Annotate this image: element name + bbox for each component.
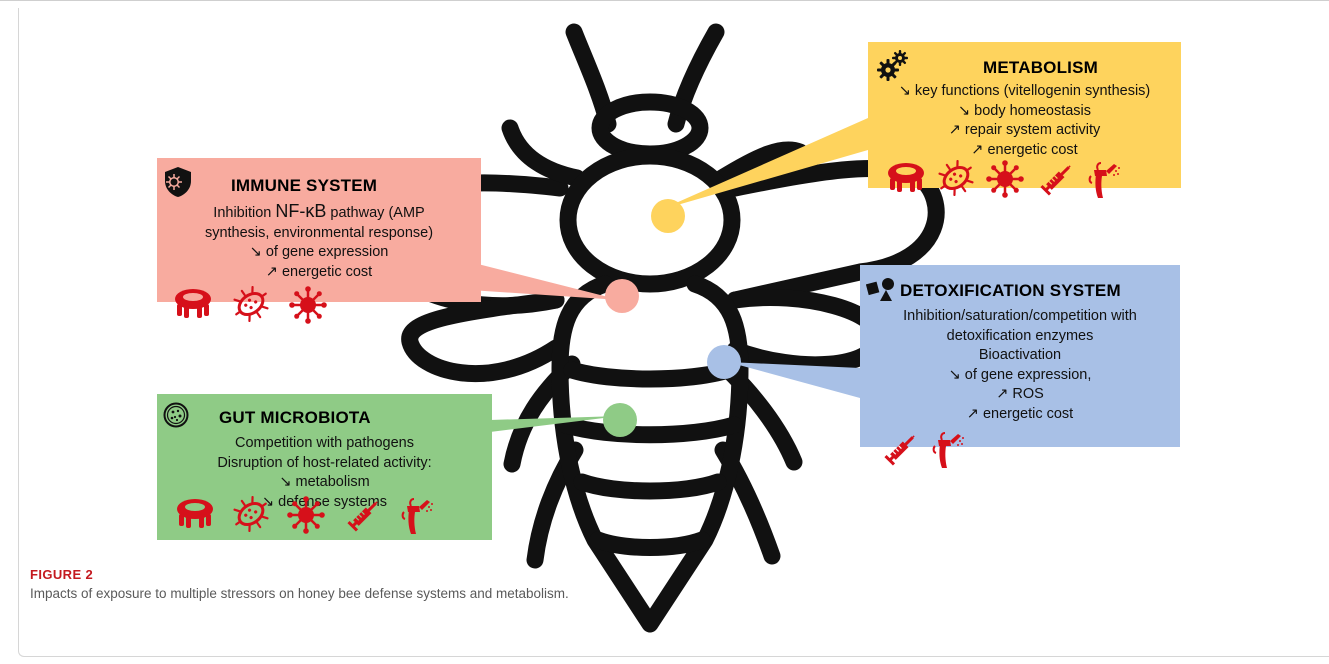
virus-icon — [289, 286, 327, 329]
syringe-icon — [880, 430, 920, 475]
metabolism-line: ↗ repair system activity — [868, 121, 1181, 141]
immune-line: Inhibition NF-κB pathway (AMP — [157, 202, 481, 224]
immune-line: ↘ of gene expression — [157, 243, 481, 263]
varroa-mite-icon — [173, 286, 213, 325]
detoxification-system-box: DETOXIFICATION SYSTEM Inhibition/saturat… — [860, 265, 1180, 447]
bee-stripe-3 — [582, 482, 718, 491]
immune-system-box: IMMUNE SYSTEM Inhibition NF-κB pathway (… — [157, 158, 481, 302]
metabolism-text: ↘ key functions (vitellogenin synthesis)… — [868, 82, 1181, 160]
bee-thorax — [568, 156, 732, 284]
detoxification-system-title: DETOXIFICATION SYSTEM — [900, 281, 1121, 301]
figure-label: FIGURE 2 — [30, 567, 93, 582]
immune-line: synthesis, environmental response) — [157, 224, 481, 244]
metabolism-marker — [651, 199, 685, 233]
gut-line: Disruption of host-related activity: — [157, 454, 492, 474]
syringe-icon — [343, 496, 383, 541]
immune-marker — [605, 279, 639, 313]
metabolism-line: ↗ energetic cost — [868, 141, 1181, 161]
varroa-mite-icon — [886, 160, 926, 199]
gut-line: Competition with pathogens — [157, 434, 492, 454]
bacteria-icon — [936, 160, 976, 201]
metabolism-line: ↘ body homeostasis — [868, 102, 1181, 122]
virus-icon — [986, 160, 1024, 203]
gears-icon — [876, 48, 910, 82]
bee-wing-left-lower — [410, 300, 556, 374]
detox-marker — [707, 345, 741, 379]
nfkb-label: NF-κB — [275, 201, 326, 221]
gut-marker — [603, 403, 637, 437]
pesticide-sprayer-icon — [930, 430, 964, 475]
bee-leg-front-left — [510, 128, 577, 178]
immune-line-suffix: pathway (AMP — [326, 205, 424, 221]
immune-system-text: Inhibition NF-κB pathway (AMP synthesis,… — [157, 202, 481, 282]
metabolism-title: METABOLISM — [983, 58, 1098, 78]
bacteria-icon — [231, 286, 271, 327]
detox-line: Bioactivation — [860, 346, 1180, 366]
bee-wing-right-lower — [735, 298, 878, 365]
immune-system-title: IMMUNE SYSTEM — [231, 176, 377, 196]
bee-stripe-4 — [598, 540, 702, 548]
figure-caption: Impacts of exposure to multiple stressor… — [30, 586, 569, 601]
bee-abdomen — [560, 284, 740, 624]
metabolism-line: ↘ key functions (vitellogenin synthesis) — [868, 82, 1181, 102]
immune-line: ↗ energetic cost — [157, 263, 481, 283]
bee-stripe-2 — [566, 425, 734, 435]
bee-stripe-1 — [572, 370, 728, 379]
detox-line: ↗ energetic cost — [860, 405, 1180, 425]
detox-line: detoxification enzymes — [860, 327, 1180, 347]
petri-dish-icon — [163, 402, 189, 428]
shapes-icon — [866, 277, 896, 303]
varroa-mite-icon — [175, 496, 215, 535]
detox-line: ↘ of gene expression, — [860, 366, 1180, 386]
gut-microbiota-title: GUT MICROBIOTA — [219, 408, 371, 428]
gut-line: ↘ metabolism — [157, 473, 492, 493]
bacteria-icon — [231, 496, 271, 537]
shield-virus-icon — [163, 166, 193, 198]
immune-line-prefix: Inhibition — [213, 205, 275, 221]
virus-icon — [287, 496, 325, 539]
detox-line: ↗ ROS — [860, 385, 1180, 405]
detox-line: Inhibition/saturation/competition with — [860, 307, 1180, 327]
pesticide-sprayer-icon — [399, 496, 433, 541]
syringe-icon — [1036, 160, 1076, 205]
detoxification-text: Inhibition/saturation/competition with d… — [860, 307, 1180, 424]
pesticide-sprayer-icon — [1086, 160, 1120, 205]
